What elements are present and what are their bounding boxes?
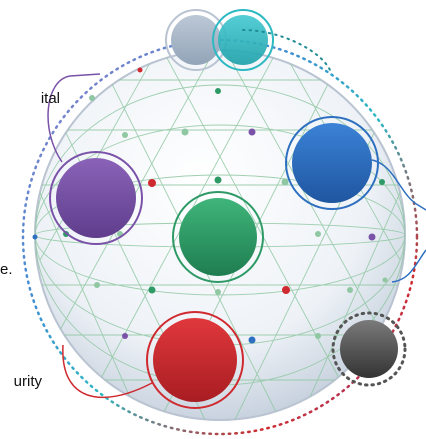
- grid-nodes: [32, 67, 388, 344]
- gray-blue-circle: [171, 15, 221, 65]
- red-node: [146, 311, 244, 409]
- dark-gray-circle: [340, 320, 398, 378]
- red-circle: [153, 318, 237, 402]
- red-connector: [62, 344, 153, 399]
- green-node: [172, 191, 264, 283]
- purple-node: [49, 151, 143, 245]
- label-bottom-left: urity: [13, 373, 42, 390]
- blue-connector-lower: [391, 249, 426, 283]
- purple-circle: [56, 158, 136, 238]
- teal-circle: [218, 15, 268, 65]
- blue-node: [285, 116, 379, 210]
- dark-gray-node: [331, 311, 407, 387]
- outer-dotted-ring: [21, 38, 419, 436]
- green-circle: [179, 198, 257, 276]
- teal-dotted-arc: [242, 29, 331, 71]
- teal-node: [212, 9, 274, 71]
- label-mid-left: e.: [0, 261, 13, 278]
- label-top-left: ital: [40, 90, 60, 107]
- purple-connector: [47, 73, 101, 163]
- blue-circle: [292, 123, 372, 203]
- gray-blue-node: [165, 9, 227, 71]
- blue-connector: [371, 159, 426, 211]
